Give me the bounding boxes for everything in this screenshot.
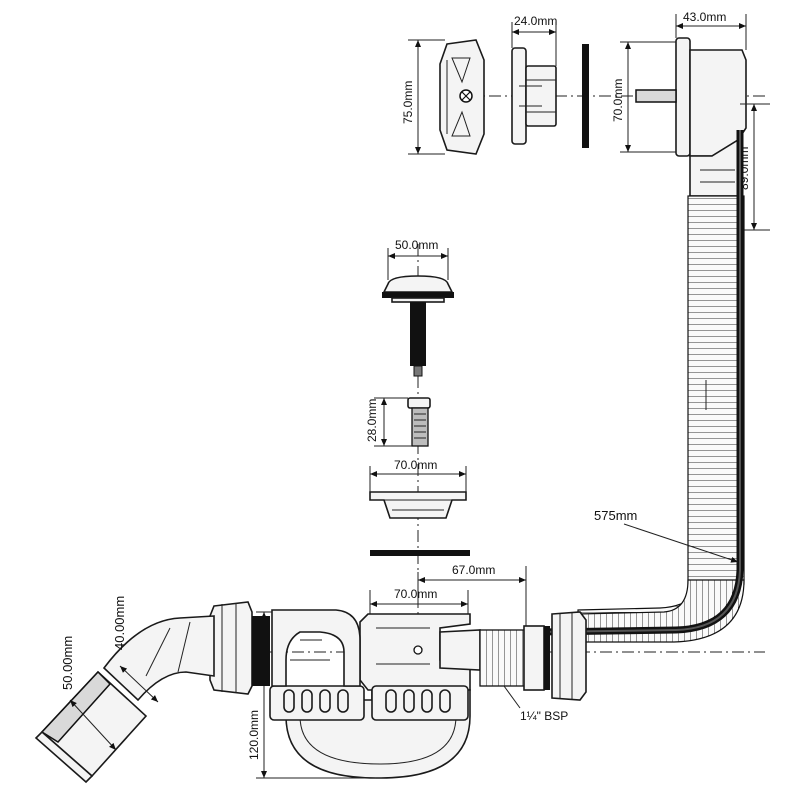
dim-plug-width: 50.0mm — [387, 238, 449, 280]
threaded-outlet — [479, 611, 587, 701]
outlet-nut — [209, 601, 270, 695]
overflow-flange — [635, 37, 747, 197]
overflow-body — [511, 47, 557, 145]
waste-body — [359, 613, 481, 691]
dim-outlet-diameter: 50.00mm — [60, 636, 117, 751]
dim-waste-body-width-label: 70.0mm — [394, 587, 437, 601]
waste-trap-assembly: 67.0mm 70.0mm 1¼" BSP — [34, 563, 765, 784]
plug-assembly: 50.0mm 28.0mm 70.0mm — [365, 238, 470, 660]
dim-body-depth-label: 24.0mm — [514, 14, 557, 28]
dim-cap-height: 75.0mm — [401, 39, 445, 155]
strainer-insert — [407, 397, 431, 447]
flange-washer — [370, 550, 470, 556]
dim-trap-depth-label: 120.0mm — [247, 710, 261, 760]
overflow-assembly: 43.0mm 24.0mm 75.0mm 70.0mm — [401, 10, 770, 231]
dim-outlet-offset-label: 67.0mm — [452, 563, 495, 577]
trap-bend — [269, 685, 471, 779]
dim-outlet-offset: 67.0mm — [417, 563, 527, 628]
dim-thread-label: 1¼" BSP — [520, 709, 568, 723]
dim-waste-flange-width-label: 70.0mm — [394, 458, 437, 472]
dim-hose-length-label: 575mm — [594, 508, 637, 523]
dim-waste-flange-width: 70.0mm — [369, 458, 467, 492]
dim-body-depth: 24.0mm — [511, 14, 557, 66]
overflow-cap — [439, 39, 485, 155]
trap-riser — [271, 609, 361, 687]
plug-stem — [410, 302, 426, 366]
dim-plug-width-label: 50.0mm — [395, 238, 438, 252]
dim-waste-body-width: 70.0mm — [369, 587, 469, 616]
dim-outlet-diameter-label: 50.00mm — [60, 636, 75, 690]
flexible-hose — [539, 130, 745, 643]
dim-thread: 1¼" BSP — [503, 685, 568, 723]
dim-strainer-height: 28.0mm — [365, 397, 412, 447]
dim-strainer-height-label: 28.0mm — [365, 399, 379, 442]
dim-outlet-inner: 40.00mm — [112, 596, 159, 703]
waste-flange — [369, 491, 467, 519]
dim-hose-length: 575mm — [594, 508, 739, 563]
dim-outlet-inner-label: 40.00mm — [112, 596, 127, 650]
overflow-washer — [582, 44, 589, 148]
dim-flange-height: 70.0mm — [611, 41, 676, 153]
dim-overflow-width: 43.0mm — [675, 10, 747, 50]
plug-head — [382, 275, 454, 293]
dim-flange-height-label: 70.0mm — [611, 79, 625, 122]
dim-overflow-width-label: 43.0mm — [683, 10, 726, 24]
dim-cap-height-label: 75.0mm — [401, 81, 415, 124]
